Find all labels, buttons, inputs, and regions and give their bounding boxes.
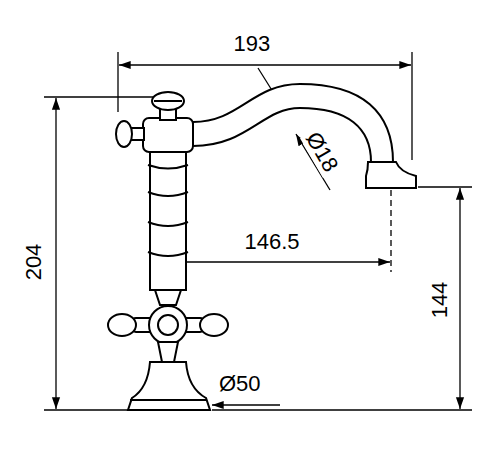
dimension-label: 144: [428, 280, 452, 321]
dimension-label: 204: [22, 242, 46, 283]
dimension-label: Ø50: [217, 372, 263, 396]
dimension-lines: [44, 52, 472, 410]
faucet-body: [108, 84, 416, 410]
dimension-label: 146.5: [243, 230, 302, 254]
dimension-label: 193: [232, 32, 273, 56]
